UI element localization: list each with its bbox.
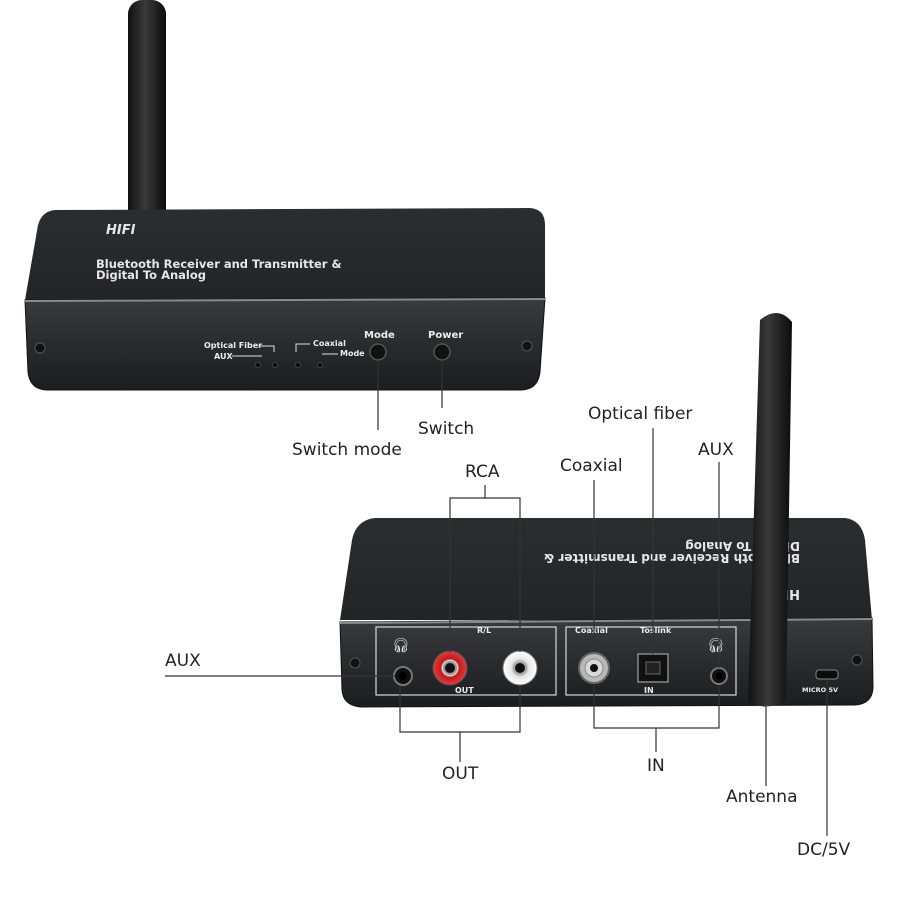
- front-aux-label: AUX: [214, 352, 233, 361]
- front-hifi-label: HIFI: [106, 223, 136, 238]
- back-device: Bluetooth Receiver and Transmitter & Dig…: [339, 312, 874, 708]
- callout-rca: RCA: [465, 462, 500, 482]
- back-toslink-label: Toslink: [640, 626, 672, 635]
- screw: [349, 657, 361, 669]
- front-title-line1: Bluetooth Receiver and Transmitter &: [96, 257, 342, 271]
- callout-antenna: Antenna: [726, 787, 798, 807]
- led-mode: [317, 362, 323, 368]
- back-micro5v-label: MICRO 5V: [802, 686, 838, 694]
- callout-coaxial: Coaxial: [560, 456, 623, 476]
- back-coaxial-label: Coaxial: [575, 626, 608, 635]
- led-coaxial: [295, 362, 301, 368]
- out-panel: [375, 626, 557, 696]
- front-optical-fiber-label: Optical Fiber: [204, 341, 262, 350]
- screw: [34, 342, 46, 354]
- callout-switch-mode: Switch mode: [292, 440, 402, 460]
- callout-in: IN: [647, 756, 665, 776]
- callout-out: OUT: [442, 764, 479, 784]
- back-title-line1: Bluetooth Receiver and Transmitter &: [544, 551, 800, 565]
- back-out-label: OUT: [455, 686, 474, 695]
- callout-aux-top: AUX: [698, 440, 734, 460]
- back-rl-label: R/L: [477, 626, 491, 635]
- callout-aux-left: AUX: [165, 651, 201, 671]
- callout-dc5v: DC/5V: [797, 840, 851, 860]
- power-button[interactable]: [433, 343, 451, 361]
- front-mode-small-label: Mode: [340, 349, 365, 358]
- micro-usb-port[interactable]: [815, 669, 839, 680]
- screw: [851, 654, 863, 666]
- callout-optical-fiber: Optical fiber: [588, 404, 693, 424]
- headphone-icon: 🎧︎: [392, 638, 410, 654]
- front-title-line2: Digital To Analog: [96, 268, 206, 282]
- headphone-icon: 🎧︎: [707, 638, 725, 654]
- front-power-label: Power: [428, 330, 463, 341]
- front-mode-label: Mode: [364, 330, 395, 341]
- front-device: HIFI Bluetooth Receiver and Transmitter …: [24, 0, 546, 391]
- led-optical: [255, 362, 261, 368]
- led-aux: [272, 362, 278, 368]
- callout-switch: Switch: [418, 419, 475, 439]
- back-in-label: IN: [644, 686, 654, 695]
- front-coaxial-label: Coaxial: [313, 339, 346, 348]
- screw: [521, 340, 533, 352]
- back-antenna: [748, 312, 792, 707]
- mode-button[interactable]: [369, 343, 387, 361]
- in-panel: [565, 626, 737, 696]
- front-antenna: [128, 0, 166, 228]
- callout-lines: [165, 428, 828, 836]
